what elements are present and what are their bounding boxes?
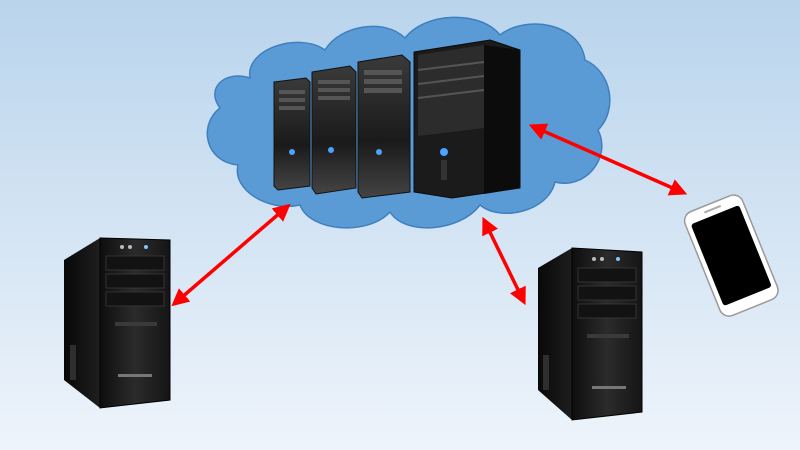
server-2 — [311, 65, 357, 195]
server-1 — [273, 77, 311, 191]
server-3 — [357, 54, 411, 199]
arrow-cloud-to-phone — [528, 123, 688, 196]
desktop-tower-icon — [64, 237, 171, 409]
connection-arrows — [171, 123, 688, 307]
arrow-cloud-to-left-desktop — [171, 203, 291, 307]
brand-badge — [118, 374, 152, 377]
server-rack-icon — [273, 39, 521, 199]
arrow-cloud-to-right-desktop — [482, 216, 526, 306]
phone-screen — [691, 205, 771, 306]
power-led — [328, 147, 334, 153]
smartphone-icon — [683, 194, 779, 317]
power-led — [376, 149, 382, 155]
power-led — [440, 148, 448, 156]
desktop-tower-icon — [538, 247, 643, 421]
power-led — [289, 149, 295, 155]
brand-badge — [592, 386, 626, 389]
server-4 — [413, 39, 521, 199]
